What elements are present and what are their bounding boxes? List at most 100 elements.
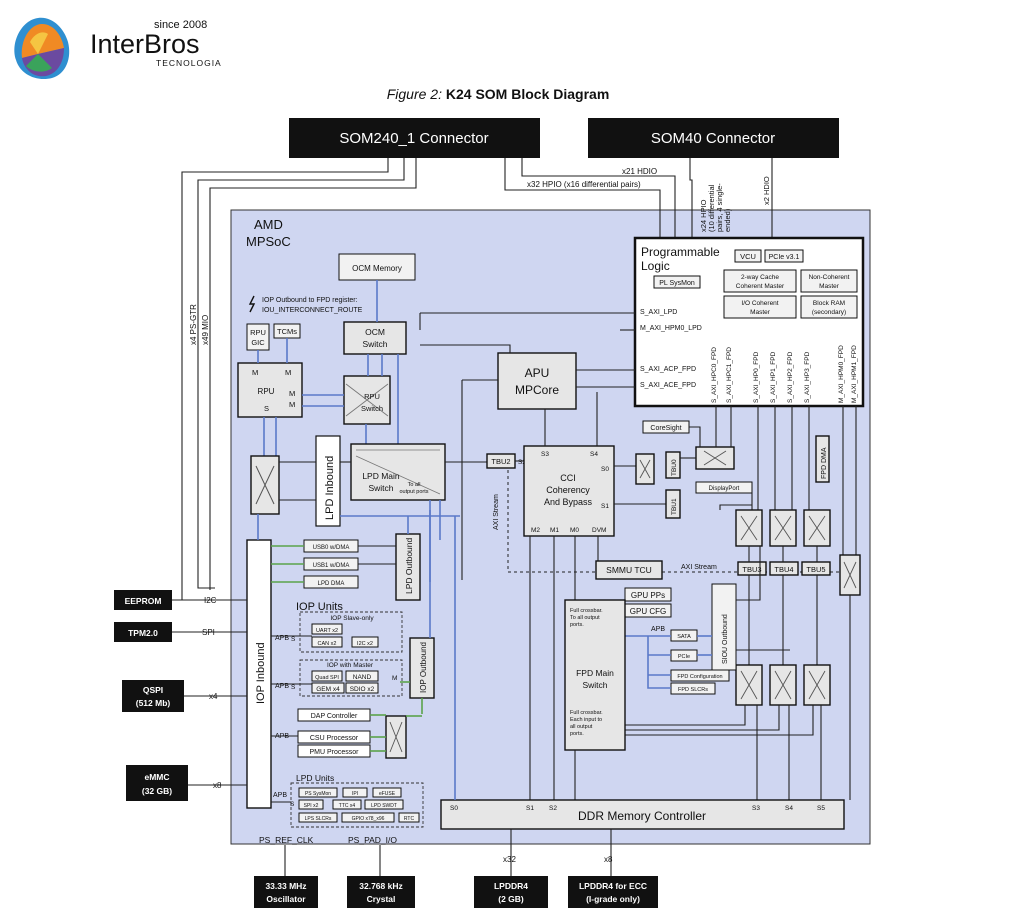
som40-label: SOM40 Connector [651,130,775,147]
lpd-units-group [290,782,424,828]
sata-label: SATA [677,634,691,640]
signal-x4: x4 [209,692,218,701]
ocm-switch-block [343,321,407,355]
ddr-s3: S3 [752,805,760,812]
fpd-pcie-label: PCIe [678,654,690,660]
fpd-main-l1: FPD Main [576,668,614,678]
lpd-xbar-icon [255,465,275,505]
lpddr4-block [474,876,548,908]
fpd-peripheral-wires [625,546,790,689]
lpd-unit-sysmon: PS SysMon [305,791,331,797]
usb-wires [271,516,409,583]
crystal-l2: Crystal [367,894,396,904]
eeprom-block [114,590,172,610]
lpd-outbound-block [395,533,421,601]
rpu-switch-l1: RPU [364,392,380,401]
dap-controller-label: DAP Controller [311,713,358,720]
rpu-gic-l2: GIC [251,338,265,347]
rpu-label: RPU [258,387,275,396]
pl-port-hpm1-fpd: M_AXI_HPM1_FPD [851,345,858,403]
lpddr4-l2: (2 GB) [498,894,524,904]
rpu-s: S [264,404,269,413]
pl-sysmon-label: PL SysMon [659,280,695,287]
tbu5-block [801,561,831,576]
interbros-logo-mark [14,17,70,80]
tbu3-label: TBU3 [742,565,761,574]
iop-apb-1: APB [275,635,289,642]
fpd-in-l4: ports. [570,731,584,737]
ddr-s0: S0 [450,805,458,812]
ocm-switch-l2: Switch [362,339,387,349]
gpu-pps-block [624,587,672,602]
cci-dvm: DVM [592,527,606,534]
iop-master-group [299,659,403,697]
lpddr4-ecc-block [568,876,658,908]
ddr-controller-block [440,799,845,830]
interbros-logo: since 2008 InterBros TECNOLOGIA [14,17,221,80]
oscillator-l2: Oscillator [266,894,306,904]
brand-since: since 2008 [154,19,207,31]
pl-port-s-axi-lpd: S_AXI_LPD [640,309,677,316]
gpu-apb-label: APB [651,626,665,633]
apu-l1: APU [525,366,550,380]
usb0-label: USB0 w/DMA [313,545,350,551]
lpd-units-title: LPD Units [296,773,334,783]
cci-l1: CCI [560,473,576,483]
coresight-label: CoreSight [650,425,681,432]
pl-port-s-axi-ace: S_AXI_ACE_FPD [640,382,696,389]
usb1-label: USB1 w/DMA [313,563,350,569]
i2c-label: I2C x2 [357,641,373,647]
figure-prefix: Figure 2: [387,86,446,102]
lpd-inbound-block [315,435,341,527]
lpd-outbound-label: LPD Outbound [404,537,414,594]
signal-x8b: x8 [604,855,613,864]
cs-xbar-icon [703,450,727,466]
signal-hpio24-l4: ended) [723,208,732,232]
cci-s3: S3 [541,451,549,458]
cci-block [523,445,615,537]
can-block [311,636,343,648]
iop-units-title: IOP Units [296,601,343,613]
smmu-tcu-label: SMMU TCU [606,565,652,575]
lpd-units-items: PS SysMon IPI eFUSE SPI x2 TTC x4 LPD SW… [298,787,420,823]
lpd-main-note-l1: To all [408,482,421,488]
som240-connector [289,118,540,158]
tbu3-block [737,561,767,576]
rpu-m2: M [285,368,291,377]
lpd-main-switch-block [350,443,446,501]
fpd-xbar-l3: ports. [570,622,584,628]
tbu0-label: TBU0 [671,459,678,476]
fpd-in-l2: Each input to [570,717,602,723]
lpd-inbound-label: LPD Inbound [324,456,336,520]
mpsoc-label-amd: AMD [254,217,283,232]
ps-ref-clk-label: PS_REF_CLK [259,835,314,845]
lpd-main-switch-lines [355,449,441,495]
signal-hpio24: x24 HPIO (10 differential pairs, 4 singl… [699,183,732,232]
ctrl-wires [271,714,422,752]
signal-ps-gtr: x4 PS-GTR [189,304,198,345]
i2c-block [351,636,379,648]
gem-block [311,682,345,694]
fpd-xbar-l1: Full crossbar. [570,608,603,614]
signal-x32: x32 [503,855,516,864]
signal-hpio24-l3: pairs, 4 single- [715,183,724,232]
cci-wires [419,312,666,800]
iop-outbound-label: IOP Outbound [419,642,428,693]
rpu-m3: M [289,389,295,398]
fpd-dma-block [815,435,830,483]
siou-outbound-label: SIOU Outbound [722,614,729,664]
lpd-unit-ipi: IPI [352,791,358,797]
programmable-logic-block [633,236,865,408]
block-ram-l2: (secondary) [812,309,846,316]
lpd-main-l1: LPD Main [362,471,400,481]
qspi-l2: (512 Mb) [136,698,171,708]
gpu-pps-label: GPU PPs [631,591,665,600]
pl-title-2: Logic [641,259,670,273]
apu-l2: MPCore [515,383,559,397]
block-ram-block [800,295,858,319]
lower-xbars [625,664,831,800]
eeprom-label: EEPROM [125,596,162,606]
iop-slave-group [299,611,403,653]
oscillator-block [254,876,318,908]
crystal-block [347,876,415,908]
